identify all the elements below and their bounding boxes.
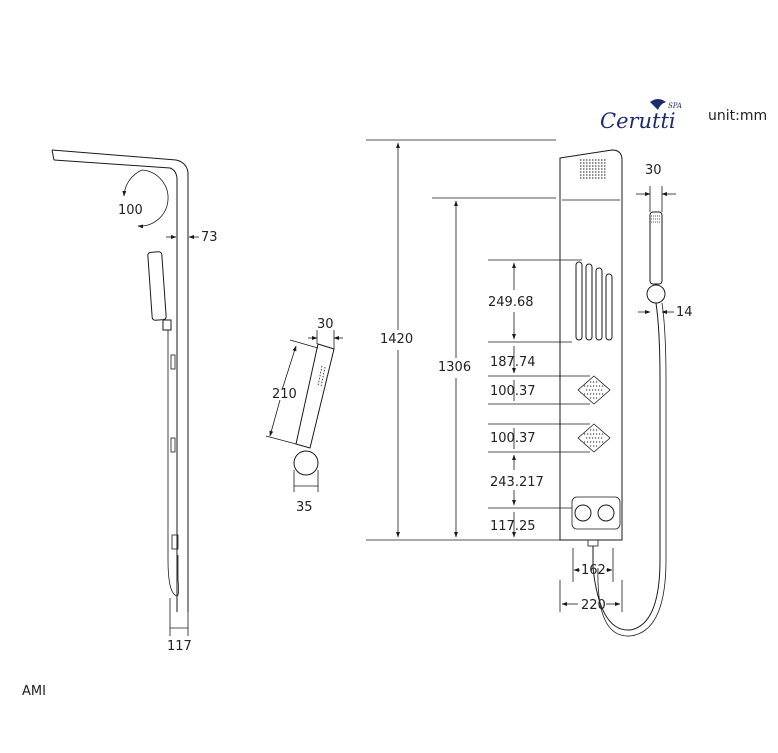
dim-top-width: 30 [645, 163, 662, 178]
front-hose-inner [597, 302, 667, 637]
front-hand-shower [649, 211, 663, 285]
dim-segment-2: 100.37 [490, 384, 536, 399]
front-hand-nozzles [651, 215, 661, 223]
dim-base-width: 117 [167, 639, 192, 654]
dim-valve-spacing: 162 [581, 563, 606, 578]
front-holder-ring [646, 284, 666, 304]
rain-head-nozzles [580, 159, 606, 179]
side-holder [162, 319, 172, 331]
valve-left [574, 504, 592, 522]
dim-segment-4: 243.217 [490, 475, 544, 490]
detail-dim-len-down [269, 399, 281, 437]
model-label: AMI [22, 684, 46, 699]
detail-dim-len-up [281, 345, 297, 391]
body-jet-1 [577, 375, 611, 405]
side-nozzle-2 [170, 437, 176, 453]
arm-tip [51, 149, 55, 161]
logo-wordmark: Cerutti [600, 109, 676, 133]
detail-nozzles [317, 365, 323, 387]
body-jet-2 [577, 423, 611, 453]
side-panel-outer [51, 149, 189, 612]
side-view: 100 73 117 [51, 149, 218, 654]
valve-right [597, 504, 615, 522]
front-view: 30 14 1420 1306 249.68 187.74 100. [366, 139, 693, 637]
dim-arm-depth: 73 [201, 230, 218, 245]
dim-shower-length: 210 [272, 387, 297, 402]
dim-arm-angle: 100 [118, 203, 143, 218]
detail-ext-top [289, 339, 319, 349]
unit-label: unit:mm [708, 108, 767, 124]
dim-hose-offset: 14 [676, 305, 693, 320]
side-hand-shower [147, 251, 167, 321]
logo-superscript: SPA [668, 102, 682, 110]
bird-icon [650, 99, 666, 110]
front-hose [592, 302, 661, 631]
dim-panel-width: 220 [581, 598, 606, 613]
hand-shower-detail: 30 210 35 [265, 317, 343, 515]
dim-segment-1: 187.74 [490, 355, 536, 370]
detail-nozzles-2 [320, 366, 326, 388]
side-panel-inner [53, 159, 178, 612]
brand-logo: Cerutti SPA [600, 99, 682, 133]
dim-total-height: 1420 [380, 332, 413, 347]
detail-holder-ring [293, 450, 319, 476]
hose-outlet [587, 539, 599, 547]
front-panel-body [559, 149, 623, 541]
dim-holder-width: 35 [296, 500, 313, 515]
valve-plate [571, 496, 621, 530]
dim-segment-3: 100.37 [490, 431, 536, 446]
dim-waterfall: 249.68 [488, 295, 534, 310]
detail-ext-bottom [265, 435, 297, 445]
angle-arc-2 [122, 169, 143, 197]
dim-body-height: 1306 [438, 360, 471, 375]
angle-arc [137, 169, 169, 229]
detail-hand-shower-body [295, 343, 335, 449]
dim-segment-5: 117.25 [490, 519, 536, 534]
side-valve [171, 534, 179, 550]
side-hose [167, 330, 179, 597]
dim-head-width: 30 [317, 317, 334, 332]
waterfall-slots [575, 261, 613, 341]
side-nozzle-1 [170, 354, 176, 370]
